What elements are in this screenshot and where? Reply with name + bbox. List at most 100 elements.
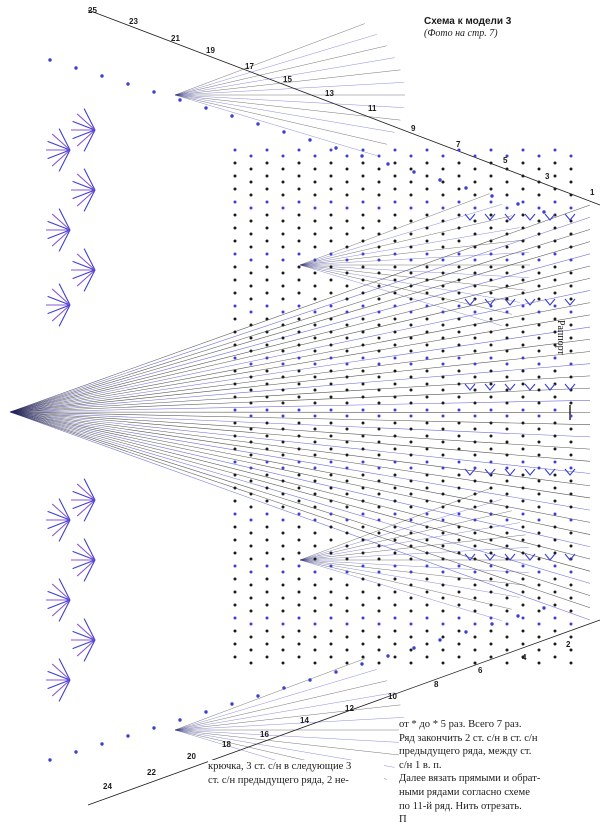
chain-dot [554, 396, 557, 399]
chain-dot [314, 584, 317, 587]
shell-stitch [52, 680, 70, 696]
chain-dot [426, 305, 429, 308]
chain-dot [538, 376, 541, 379]
chain-dot [570, 168, 573, 171]
chain-dot [266, 591, 269, 594]
chain-dot [394, 565, 397, 568]
shell-stitch [52, 134, 70, 150]
chain-dot [266, 149, 269, 152]
chain-dot [554, 435, 557, 438]
stitch-line [175, 95, 387, 144]
chain-dot [506, 402, 509, 405]
chain-dot [346, 415, 349, 418]
chain-dot [394, 240, 397, 243]
chain-dot [538, 220, 541, 223]
chain-dot [410, 168, 413, 171]
chain-dot [394, 149, 397, 152]
v-stitch [525, 469, 535, 475]
chain-dot [538, 558, 541, 561]
chain-dot [234, 435, 237, 438]
chain-dot [474, 194, 477, 197]
chain-dot [298, 331, 301, 334]
chain-dot [250, 519, 253, 522]
chain-dot [522, 474, 525, 477]
chain-dot [250, 181, 253, 184]
chain-dot [522, 331, 525, 334]
chain-dot [298, 279, 301, 282]
chain-dot [490, 565, 493, 568]
chain-dot [442, 350, 445, 353]
chain-dot [314, 272, 317, 275]
stitch-line [300, 265, 525, 290]
shell-stitch [52, 584, 70, 600]
chain-dot [298, 162, 301, 165]
chain-dot [346, 324, 349, 327]
chain-dot [570, 181, 573, 184]
chain-dot [378, 402, 381, 405]
shell-stitch [77, 114, 95, 130]
chain-dot [330, 201, 333, 204]
chain-dot [314, 571, 317, 574]
chain-dot [314, 168, 317, 171]
chain-dot [474, 155, 477, 158]
chain-dot [266, 552, 269, 555]
chain-dot [250, 480, 253, 483]
v-stitch [525, 214, 535, 220]
chain-dot [346, 480, 349, 483]
chain-dot [554, 487, 557, 490]
chain-dot [570, 337, 573, 340]
chain-dot [426, 357, 429, 360]
chain-dot [234, 357, 237, 360]
row-number: 17 [245, 62, 254, 71]
chain-dot [410, 207, 413, 210]
chain-dot [266, 435, 269, 438]
chain-dot [282, 311, 285, 314]
chain-dot [426, 461, 429, 464]
chain-dot [282, 298, 285, 301]
chain-dot [362, 188, 365, 191]
chain-dot [522, 279, 525, 282]
scheme-title: Схема к модели 3 [424, 16, 511, 27]
chain-dot [426, 565, 429, 568]
chain-dot [266, 292, 269, 295]
chain-dot [394, 357, 397, 360]
v-stitch [465, 384, 475, 390]
row-number: 10 [388, 692, 397, 701]
chain-dot [410, 298, 413, 301]
chain-dot [234, 318, 237, 321]
chain-dot [554, 500, 557, 503]
chain-dot [394, 643, 397, 646]
chain-dot [314, 207, 317, 210]
chain-dot [570, 415, 573, 418]
chain-dot [442, 233, 445, 236]
chain-dot [442, 415, 445, 418]
chain-dot [410, 467, 413, 470]
chain-dot [458, 370, 461, 373]
chain-dot [410, 558, 413, 561]
chain-dot [458, 175, 461, 178]
chain-dot [330, 409, 333, 412]
chain-dot [410, 441, 413, 444]
chain-dot [474, 311, 477, 314]
chain-dot [538, 584, 541, 587]
chain-dot [330, 513, 333, 516]
chain-dot [250, 558, 253, 561]
chain-dot [490, 448, 493, 451]
chain-dot [410, 662, 413, 665]
chain-dot [346, 298, 349, 301]
chain-dot [474, 337, 477, 340]
chain-dot [554, 149, 557, 152]
chain-dot [506, 493, 509, 496]
chain-dot [554, 292, 557, 295]
chain-dot [538, 350, 541, 353]
chain-dot [330, 240, 333, 243]
text-line: с/н 1 в. п. [399, 759, 577, 773]
chain-dot [330, 422, 333, 425]
chain-dot [266, 344, 269, 347]
text-line: по 11-й ряд. Нить отрезать. [399, 800, 577, 814]
chain-dot [506, 311, 509, 314]
chain-dot [490, 175, 493, 178]
chain-dot [234, 227, 237, 230]
chain-dot [474, 402, 477, 405]
shell-stitch [77, 174, 95, 190]
